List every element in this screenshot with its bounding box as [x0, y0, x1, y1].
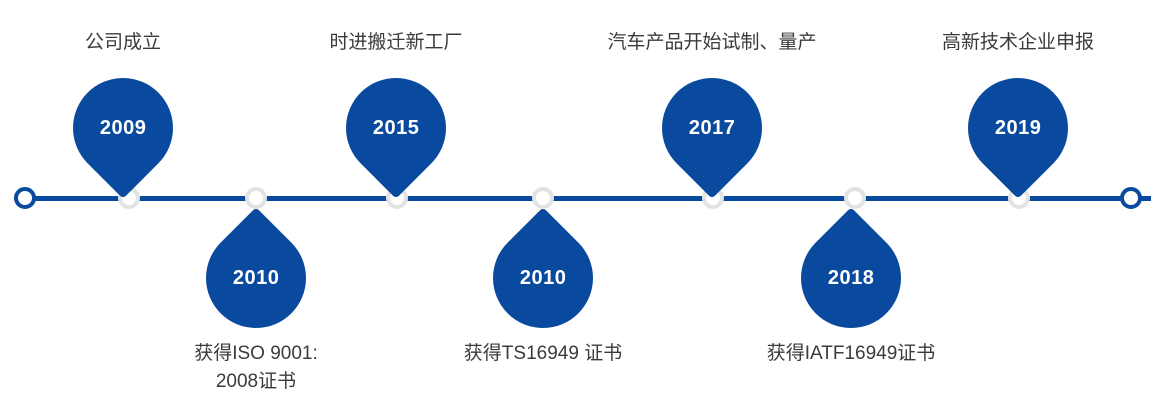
timeline-event-caption: 高新技术企业申报 — [941, 32, 1095, 53]
timeline-endpoint-node — [14, 187, 36, 209]
timeline-event-caption: 汽车产品开始试制、量产 — [607, 32, 817, 53]
timeline-axis-line — [25, 196, 1151, 201]
timeline-milestone-node — [844, 187, 866, 209]
timeline-year-label: 2010 — [519, 267, 567, 289]
timeline-event-caption: 获得ISO 9001: 2008证书 — [194, 343, 318, 392]
timeline-event-caption: 时进搬迁新工厂 — [329, 32, 463, 53]
timeline-year-pin[interactable]: 2010 — [472, 207, 614, 349]
timeline-year-pin[interactable]: 2010 — [185, 207, 327, 349]
timeline-year-label: 2015 — [372, 117, 420, 139]
timeline-year-pin[interactable]: 2017 — [641, 57, 783, 199]
timeline-year-label: 2017 — [688, 117, 736, 139]
timeline-year-label: 2010 — [232, 267, 280, 289]
timeline-event-caption: 公司成立 — [84, 32, 162, 53]
timeline-milestone-node — [245, 187, 267, 209]
timeline-endpoint-node — [1120, 187, 1142, 209]
timeline-year-label: 2009 — [99, 117, 147, 139]
timeline-year-pin[interactable]: 2019 — [947, 57, 1089, 199]
timeline-year-label: 2019 — [994, 117, 1042, 139]
timeline-event-caption: 获得TS16949 证书 — [463, 343, 623, 364]
timeline-year-pin[interactable]: 2018 — [780, 207, 922, 349]
timeline-year-pin[interactable]: 2015 — [325, 57, 467, 199]
timeline-year-pin[interactable]: 2009 — [52, 57, 194, 199]
timeline-year-label: 2018 — [827, 267, 875, 289]
timeline-milestone-node — [532, 187, 554, 209]
timeline-event-caption: 获得IATF16949证书 — [766, 343, 936, 364]
